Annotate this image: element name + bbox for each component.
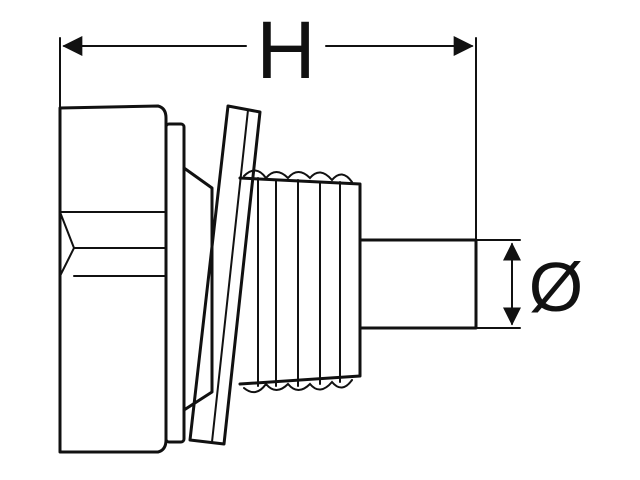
sealing-washer bbox=[188, 104, 262, 446]
collar bbox=[164, 122, 186, 444]
diameter-dimension: Ø bbox=[475, 239, 583, 329]
neck bbox=[182, 166, 214, 412]
diameter-label: Ø bbox=[529, 248, 583, 326]
height-dimension: H bbox=[59, 5, 477, 241]
hex-head bbox=[58, 104, 168, 454]
threaded-body bbox=[238, 169, 362, 394]
magnetic-tip bbox=[358, 238, 478, 330]
height-label: H bbox=[256, 5, 315, 96]
